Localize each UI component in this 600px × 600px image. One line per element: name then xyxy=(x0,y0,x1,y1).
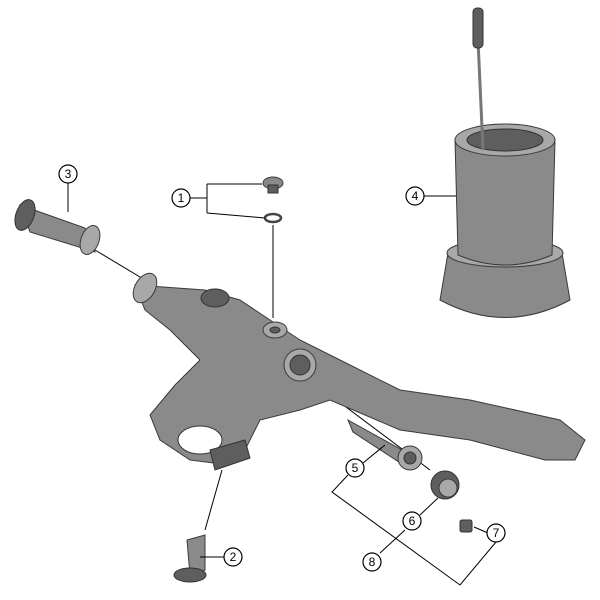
adjust-cap-part xyxy=(430,470,460,500)
screw-washer-part xyxy=(262,176,284,224)
callout-7: 7 xyxy=(486,523,506,543)
svg-text:8: 8 xyxy=(369,555,376,569)
leader-5 xyxy=(362,444,386,464)
guide-line-bolt xyxy=(204,469,223,531)
callout-3: 3 xyxy=(58,164,78,184)
leader-1 xyxy=(190,183,266,219)
pivot-bolt-part xyxy=(173,534,207,583)
svg-text:7: 7 xyxy=(493,526,500,540)
callout-2: 2 xyxy=(223,547,243,567)
svg-text:5: 5 xyxy=(352,461,359,475)
callout-8: 8 xyxy=(362,552,382,572)
callout-6: 6 xyxy=(402,511,422,531)
svg-text:6: 6 xyxy=(409,514,416,528)
sleeve-part xyxy=(346,418,423,471)
svg-text:3: 3 xyxy=(65,167,72,181)
callout-4: 4 xyxy=(405,186,425,206)
svg-text:4: 4 xyxy=(412,189,419,203)
leader-7 xyxy=(473,526,489,534)
callout-1: 1 xyxy=(171,188,191,208)
grip-cap-part xyxy=(14,199,101,255)
svg-text:1: 1 xyxy=(178,191,185,205)
small-nut-part xyxy=(459,519,473,533)
leader-8 xyxy=(331,474,497,586)
leader-6 xyxy=(419,497,439,516)
brake-lever-body xyxy=(132,272,586,471)
callout-5: 5 xyxy=(345,458,365,478)
bleed-funnel-part xyxy=(439,7,571,318)
svg-text:2: 2 xyxy=(230,550,237,564)
